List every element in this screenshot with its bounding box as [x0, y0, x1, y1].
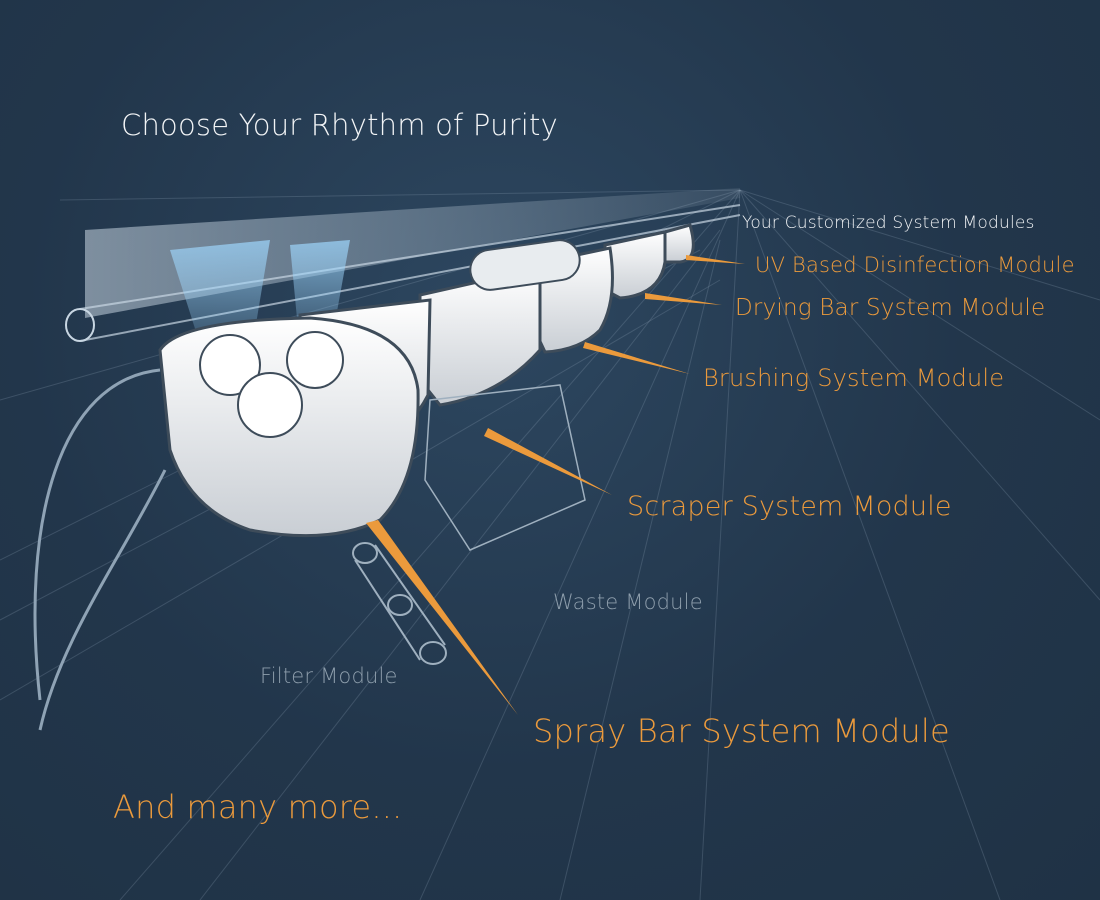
- spray-head: [199, 334, 261, 396]
- filter-tube: [352, 542, 447, 665]
- label-waste-module: Waste Module: [553, 590, 703, 614]
- filter-tube-edge: [354, 559, 421, 661]
- label-brushing-module: Brushing System Module: [703, 364, 1005, 392]
- filter-tube-edge: [374, 544, 446, 646]
- modules-subtitle: Your Customized System Modules: [742, 213, 1035, 233]
- waste-bin: [424, 384, 586, 551]
- callout-line-scraper: [484, 428, 612, 495]
- label-uv-module: UV Based Disinfection Module: [755, 253, 1075, 277]
- spray-head: [237, 372, 303, 438]
- callout-lines: [366, 255, 745, 715]
- filter-tube-ring: [352, 542, 378, 564]
- page-title: Choose Your Rhythm of Purity: [121, 108, 558, 142]
- rail-end-cap: [65, 308, 95, 342]
- callout-line-brushing: [583, 342, 690, 374]
- label-spray-module: Spray Bar System Module: [533, 712, 950, 750]
- label-scraper-module: Scraper System Module: [627, 491, 952, 522]
- callout-line-spray: [366, 520, 518, 715]
- filter-tube-ring: [387, 594, 413, 616]
- spray-head: [286, 331, 344, 389]
- callout-line-uv: [686, 255, 745, 264]
- brush-roller: [469, 239, 581, 291]
- spray-heads: [199, 331, 344, 438]
- tray-scraper: [418, 266, 542, 407]
- label-filter-module: Filter Module: [260, 664, 398, 688]
- tray-drying: [603, 230, 667, 300]
- callout-line-drying: [645, 293, 722, 305]
- rail-edge-bottom: [79, 214, 741, 342]
- label-drying-module: Drying Bar System Module: [735, 295, 1046, 321]
- tray-uv: [663, 223, 695, 264]
- hose: [33, 368, 167, 731]
- and-many-more: And many more...: [113, 788, 403, 826]
- filter-tube-ring: [419, 641, 447, 665]
